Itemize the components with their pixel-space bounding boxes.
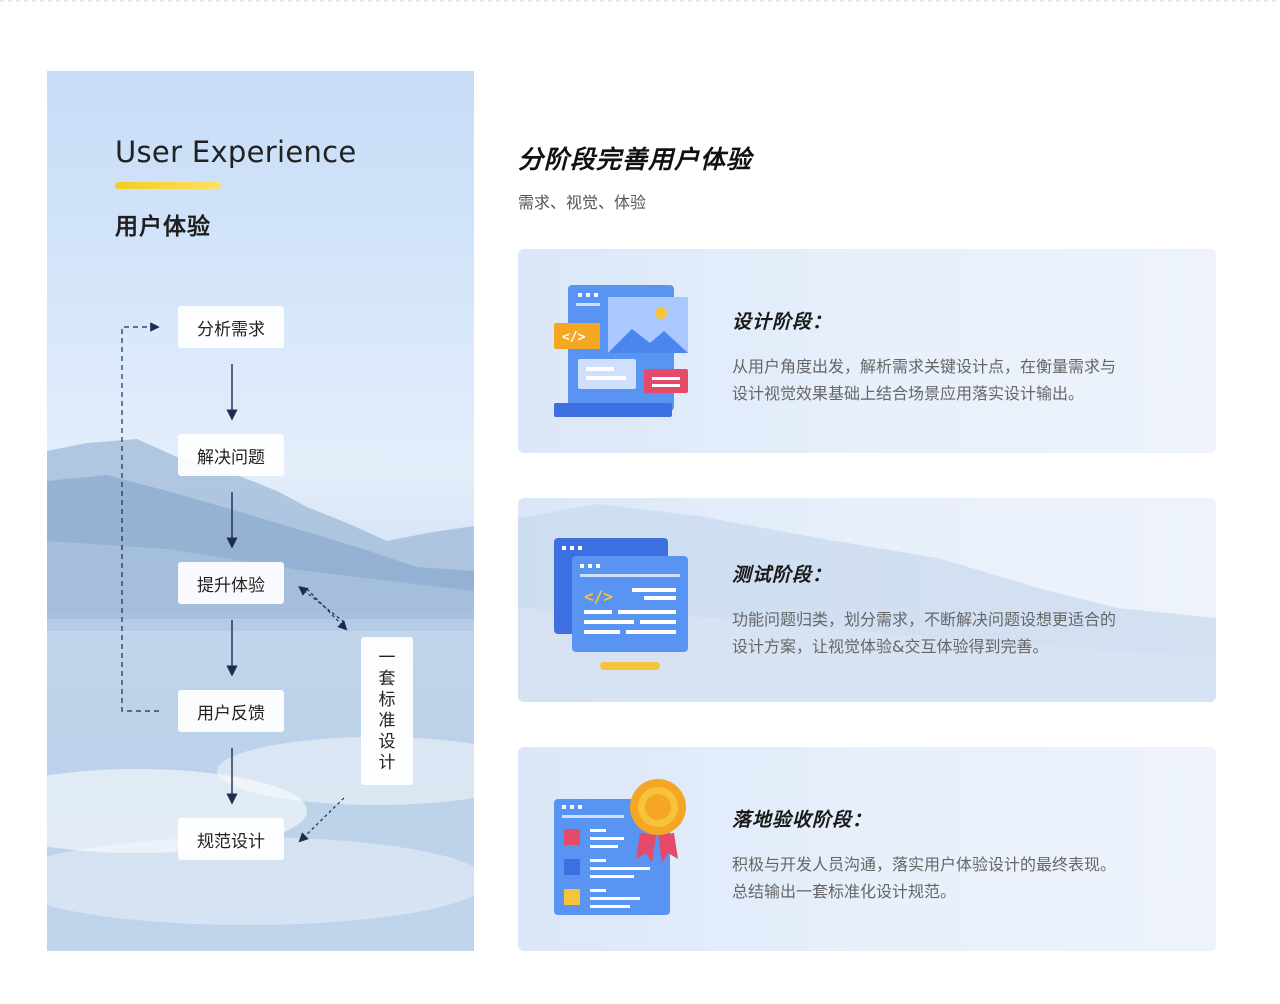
step-analyze-requirements: 分析需求 bbox=[178, 306, 284, 348]
card-title: 落地验收阶段： bbox=[732, 809, 873, 831]
card-desc-line: 积极与开发人员沟通，落实用户体验设计的最终表现。 bbox=[732, 855, 1117, 874]
card-title: 测试阶段： bbox=[732, 564, 833, 586]
design-window-icon: </> bbox=[554, 285, 688, 417]
side-label-char: 标 bbox=[378, 690, 396, 710]
step-solve-problems: 解决问题 bbox=[178, 434, 284, 476]
feedback-loop-arrow bbox=[121, 322, 160, 712]
step-standard-design: 规范设计 bbox=[178, 818, 284, 860]
card-desc-line: 总结输出一套标准化设计规范。 bbox=[732, 882, 957, 901]
stage-card-acceptance: 落地验收阶段： 积极与开发人员沟通，落实用户体验设计的最终表现。 总结输出一套标… bbox=[518, 747, 1216, 951]
side-label-char: 准 bbox=[378, 711, 396, 731]
panel-subtitle: 用户体验 bbox=[115, 214, 211, 240]
side-label-text: 一套标准设计 bbox=[379, 648, 396, 774]
top-dashed-divider bbox=[0, 0, 1280, 2]
svg-text:</>: </> bbox=[584, 587, 613, 606]
panel-title: User Experience bbox=[115, 135, 357, 169]
card-desc-line: 设计方案，让视觉体验&交互体验得到完善。 bbox=[732, 637, 1049, 656]
certificate-award-icon bbox=[554, 779, 686, 915]
dashed-arrow-up bbox=[298, 586, 345, 623]
side-label-char: 设 bbox=[378, 732, 396, 752]
step-user-feedback: 用户反馈 bbox=[178, 690, 284, 732]
side-label-char: 套 bbox=[378, 669, 396, 689]
card-description: 积极与开发人员沟通，落实用户体验设计的最终表现。 总结输出一套标准化设计规范。 bbox=[732, 851, 1192, 905]
side-label-char: 计 bbox=[378, 753, 396, 773]
standard-design-vertical-label: 一套标准设计 bbox=[361, 637, 413, 785]
card-desc-line: 从用户角度出发，解析需求关键设计点，在衡量需求与 bbox=[732, 357, 1117, 376]
svg-text:</>: </> bbox=[562, 330, 586, 345]
step-improve-experience: 提升体验 bbox=[178, 562, 284, 604]
card-mountain-background bbox=[518, 504, 1216, 702]
dashed-arrow-down bbox=[306, 588, 348, 631]
page-title: 分阶段完善用户体验 bbox=[518, 145, 753, 174]
page-subtitle: 需求、视觉、体验 bbox=[518, 193, 647, 212]
side-label-char: 一 bbox=[378, 648, 396, 668]
stage-card-design: </> 设计阶段： 从用户角度出发，解析需求关键设计点，在衡量需求与 设计视觉效… bbox=[518, 249, 1216, 453]
card-title: 设计阶段： bbox=[732, 311, 833, 333]
flow-arrows bbox=[121, 322, 348, 843]
title-accent-bar bbox=[115, 182, 221, 189]
code-window-icon: </> bbox=[554, 538, 688, 670]
stage-card-testing: </> 测试阶段： 功能问题归类，划分需求，不断解决问题设想更适合的 设计方案，… bbox=[518, 498, 1216, 702]
dashed-arrow-to-spec bbox=[298, 797, 345, 843]
card-description: 功能问题归类，划分需求，不断解决问题设想更适合的 设计方案，让视觉体验&交互体验… bbox=[732, 606, 1192, 660]
card-description: 从用户角度出发，解析需求关键设计点，在衡量需求与 设计视觉效果基础上结合场景应用… bbox=[732, 353, 1192, 407]
card-desc-line: 功能问题归类，划分需求，不断解决问题设想更适合的 bbox=[732, 610, 1117, 629]
user-experience-panel: User Experience 用户体验 分析需求 解决问题 提升体验 用户反馈… bbox=[47, 71, 474, 951]
card-desc-line: 设计视觉效果基础上结合场景应用落实设计输出。 bbox=[732, 384, 1085, 403]
